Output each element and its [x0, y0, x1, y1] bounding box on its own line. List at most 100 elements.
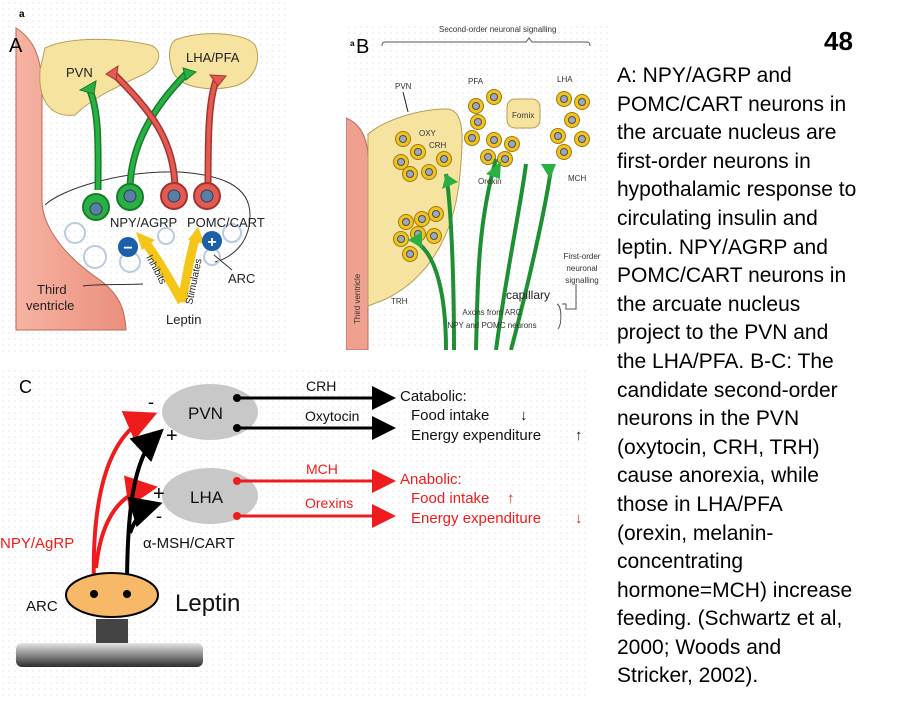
mch-label: MCH	[306, 461, 338, 477]
npy-agrp-label: NPY/AGRP	[110, 215, 177, 230]
lha-plus: +	[153, 483, 165, 505]
panel-a-diagram: − + a A PVN LHA/PFA NPY/AGRP POMC/CART I…	[9, 9, 265, 331]
fornix-label: Fornix	[512, 111, 534, 120]
cell-nucleus	[560, 148, 568, 156]
arc-lower-line	[82, 283, 144, 287]
cell-nucleus	[406, 170, 414, 178]
caption-line: candidate second-order	[617, 378, 838, 402]
crh-label: CRH	[306, 378, 336, 394]
msh-cart-projections	[125, 428, 164, 589]
npy-origin-dot	[90, 590, 98, 598]
lha-label: LHA	[190, 488, 224, 507]
third-label: Third	[37, 282, 67, 297]
third-ventricle-shape	[15, 27, 127, 331]
cell-nucleus	[397, 235, 405, 243]
npy-agrp-neurons	[82, 183, 144, 221]
pvn-label: PVN	[66, 65, 93, 80]
panel-b-label: B	[356, 36, 369, 58]
caption-line: feeding. (Schwartz et al,	[617, 607, 843, 631]
first-order-label-2: neuronal	[566, 264, 597, 273]
cell-nucleus	[490, 93, 498, 101]
cell-nucleus	[432, 210, 440, 218]
arc-label: ARC	[26, 598, 58, 615]
background-cells	[64, 222, 242, 273]
arc-boundary	[44, 171, 251, 263]
arc-nucleus	[65, 572, 159, 618]
synapse-terminal	[408, 232, 422, 248]
cell-nucleus	[397, 158, 405, 166]
panel-c-label: C	[19, 377, 32, 397]
arc-pointer	[213, 254, 233, 271]
cell-nucleus	[490, 136, 498, 144]
caption-line: the arcuate nucleus are	[617, 121, 837, 145]
axons-label-2: NPY and POMC neurons	[447, 321, 536, 330]
npy-agrp-projections	[91, 411, 158, 589]
cell-nucleus	[406, 250, 414, 258]
cell-nucleus	[578, 98, 586, 106]
cell-nucleus	[472, 102, 480, 110]
cell-nucleus	[578, 135, 586, 143]
cell-nucleus	[501, 155, 509, 163]
caption-line: POMC/CART neurons in	[617, 264, 847, 288]
yellow-cell-cluster	[393, 89, 590, 262]
anabolic-food-intake: Food intake	[411, 490, 489, 507]
anabolic-label: Anabolic:	[400, 471, 462, 488]
cell-nucleus	[418, 215, 426, 223]
cell-nucleus	[399, 135, 407, 143]
cell-nucleus	[430, 232, 438, 240]
cell-nucleus	[468, 134, 476, 142]
msh-cart-label: α-MSH/CART	[143, 535, 235, 552]
arc-label: ARC	[228, 271, 255, 286]
cell-nucleus	[554, 132, 562, 140]
first-order-label-3: signalling	[565, 276, 598, 285]
capillary-tube	[16, 643, 203, 667]
panel-a-label: A	[9, 35, 23, 57]
stimulates-arrowhead	[188, 227, 205, 244]
caption-line: hormone=MCH) increase	[617, 578, 853, 602]
oxy-label: OXY	[419, 129, 437, 138]
caption-line: those in LHA/PFA	[617, 492, 783, 516]
lha-label: LHA	[557, 75, 573, 84]
synapse-terminal	[486, 161, 501, 179]
synapse-terminal	[442, 174, 458, 189]
caption-line: cause anorexia, while	[617, 464, 819, 488]
pvn-pointer	[402, 91, 409, 113]
panel-a-figure: − + a A PVN LHA/PFA NPY/AGRP POMC/CART I…	[0, 0, 290, 352]
catabolic-food-intake: Food intake	[411, 407, 489, 424]
caption-line: first-order neurons in	[617, 149, 811, 173]
plus-badge	[202, 231, 222, 251]
panel-a-small-label: a	[19, 9, 25, 20]
caption-line: (oxytocin, CRH, TRH)	[617, 435, 820, 459]
panel-c-diagram: C - + + - PVN LHA CRH Oxytocin MCH Orexi…	[0, 377, 583, 667]
caption-line: circulating insulin and	[617, 206, 818, 230]
cell-nucleus	[402, 218, 410, 226]
pomc-cart-label: POMC/CART	[187, 215, 265, 230]
trh-label: TRH	[391, 297, 408, 306]
capillary-label: capillary	[506, 288, 550, 302]
pfa-label: PFA	[468, 77, 484, 86]
lha-pfa-label: LHA/PFA	[186, 50, 240, 65]
cell-nucleus	[440, 155, 448, 163]
leptin-label: Leptin	[175, 590, 240, 617]
npy-agrp-label: NPY/AgRP	[0, 535, 74, 552]
cell-nucleus	[508, 140, 516, 148]
caption-line: neurons in the PVN	[617, 407, 800, 431]
synapse-terminal	[208, 74, 227, 87]
msh-origin-dot	[123, 590, 131, 598]
lha-outputs	[233, 469, 396, 528]
third-ventricle-shape	[345, 117, 369, 351]
crh-label: CRH	[429, 141, 447, 150]
caption-line: A: NPY/AGRP and	[617, 64, 792, 87]
pomc-cart-neurons	[160, 182, 221, 210]
mch-label: MCH	[568, 174, 586, 183]
synapse-terminal	[541, 164, 556, 179]
cell-nucleus	[484, 153, 492, 161]
caption-line: Stricker, 2002).	[617, 664, 759, 688]
panel-c-figure: C - + + - PVN LHA CRH Oxytocin MCH Orexi…	[0, 368, 590, 700]
panel-b-small-label: a	[350, 39, 355, 48]
fornix-shape	[506, 98, 541, 129]
oxytocin-label: Oxytocin	[305, 408, 359, 424]
caption-line: the LHA/PFA. B-C: The	[617, 349, 834, 373]
pvn-nucleus	[39, 38, 160, 116]
ventricle-label: ventricle	[26, 298, 74, 313]
